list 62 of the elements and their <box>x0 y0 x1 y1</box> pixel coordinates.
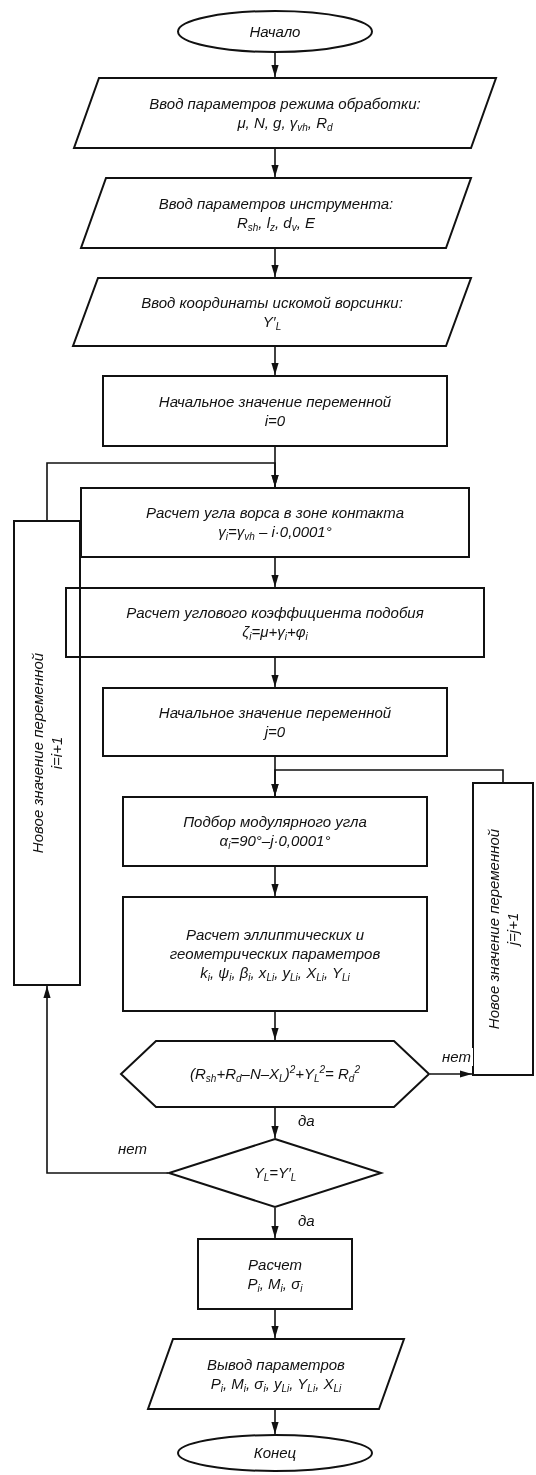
formula: j=0 <box>264 721 286 742</box>
step-title: Вывод параметров <box>206 1354 346 1374</box>
arrow <box>271 1011 279 1041</box>
process-box <box>102 375 448 447</box>
formula: i=0 <box>264 410 286 431</box>
step-title: Новое значение переменной <box>483 827 503 1032</box>
step-title: Расчет углового коэффициента подобия <box>125 603 425 622</box>
step-title: Начальное значение переменной <box>157 702 393 722</box>
step-title: Расчет угла ворса в зоне контакта <box>145 503 405 522</box>
process-box <box>197 1238 353 1310</box>
formula: μ, N, g, γ$_{vh}$, R$_{d}$ <box>237 112 333 133</box>
formula: k$_{i}$, ψ$_{i}$, β$_{i}$, x$_{Li}$, y$_{Li}$, X$_{Li}$, Y$_{Li}$ <box>200 963 350 983</box>
counter-box <box>13 520 81 986</box>
input-output-parallelogram <box>80 177 472 249</box>
process-box <box>122 896 428 1012</box>
step-title: Начальное значение переменной <box>157 391 393 411</box>
step-title: Ввод параметров режима обработки: <box>148 93 422 113</box>
formula: Y′$_{L}$ <box>262 311 282 332</box>
input-output-parallelogram <box>147 1338 405 1410</box>
formula: R$_{sh}$, l$_{z}$, d$_{v}$, E <box>236 212 316 233</box>
edge-label: нет <box>440 1048 473 1066</box>
process-box <box>80 487 470 558</box>
arrow <box>271 1409 279 1435</box>
arrow <box>271 657 279 688</box>
arrow <box>271 1107 279 1139</box>
arrow <box>429 1070 473 1078</box>
step-title: Новое значение переменной <box>27 651 47 856</box>
arrow <box>271 1207 279 1239</box>
process-box <box>122 796 428 867</box>
arrow <box>271 557 279 588</box>
condition-hexagon <box>120 1040 430 1108</box>
formula: i=i+1 <box>46 736 66 770</box>
formula: Начало <box>249 21 301 42</box>
arrow <box>271 866 279 897</box>
input-output-parallelogram <box>73 77 497 149</box>
formula: ζ$_{i}$=μ+γ$_{i}$+φ$_{i}$ <box>242 622 308 642</box>
formula: j=j+1 <box>502 912 522 946</box>
counter-box <box>472 782 534 1076</box>
arrow <box>271 346 279 376</box>
arrow <box>46 462 279 521</box>
input-output-parallelogram <box>72 277 472 347</box>
arrow <box>271 52 279 78</box>
step-title: Подбор модулярного угла <box>182 812 368 831</box>
formula: γ$_{i}$=γ$_{vh}$ – i·0,0001° <box>218 522 332 542</box>
arrow <box>271 248 279 278</box>
decision-diamond <box>168 1138 382 1208</box>
formula: Y$_{L}$=Y′$_{L}$ <box>253 1163 297 1183</box>
arrow <box>271 148 279 178</box>
formula: Конец <box>253 1443 297 1463</box>
terminal-ellipse <box>177 10 373 53</box>
arrow <box>271 1309 279 1339</box>
step-title: Ввод координаты искомой ворсинки: <box>140 292 404 312</box>
arrow <box>43 985 169 1174</box>
formula: P$_{i}$, M$_{i}$, σ$_{i}$ <box>247 1273 303 1294</box>
terminal-ellipse <box>177 1434 373 1472</box>
step-title: Ввод параметров инструмента: <box>157 193 395 213</box>
step-title: Расчет <box>247 1254 303 1274</box>
arrow <box>271 769 504 797</box>
formula: α$_{i}$=90°–j·0,0001° <box>219 831 331 851</box>
process-box <box>65 587 485 658</box>
formula: P$_{i}$, M$_{i}$, σ$_{i}$, y$_{Li}$, Y$_{Li}$, X$_{Li}$ <box>210 1373 342 1394</box>
process-box <box>102 687 448 757</box>
